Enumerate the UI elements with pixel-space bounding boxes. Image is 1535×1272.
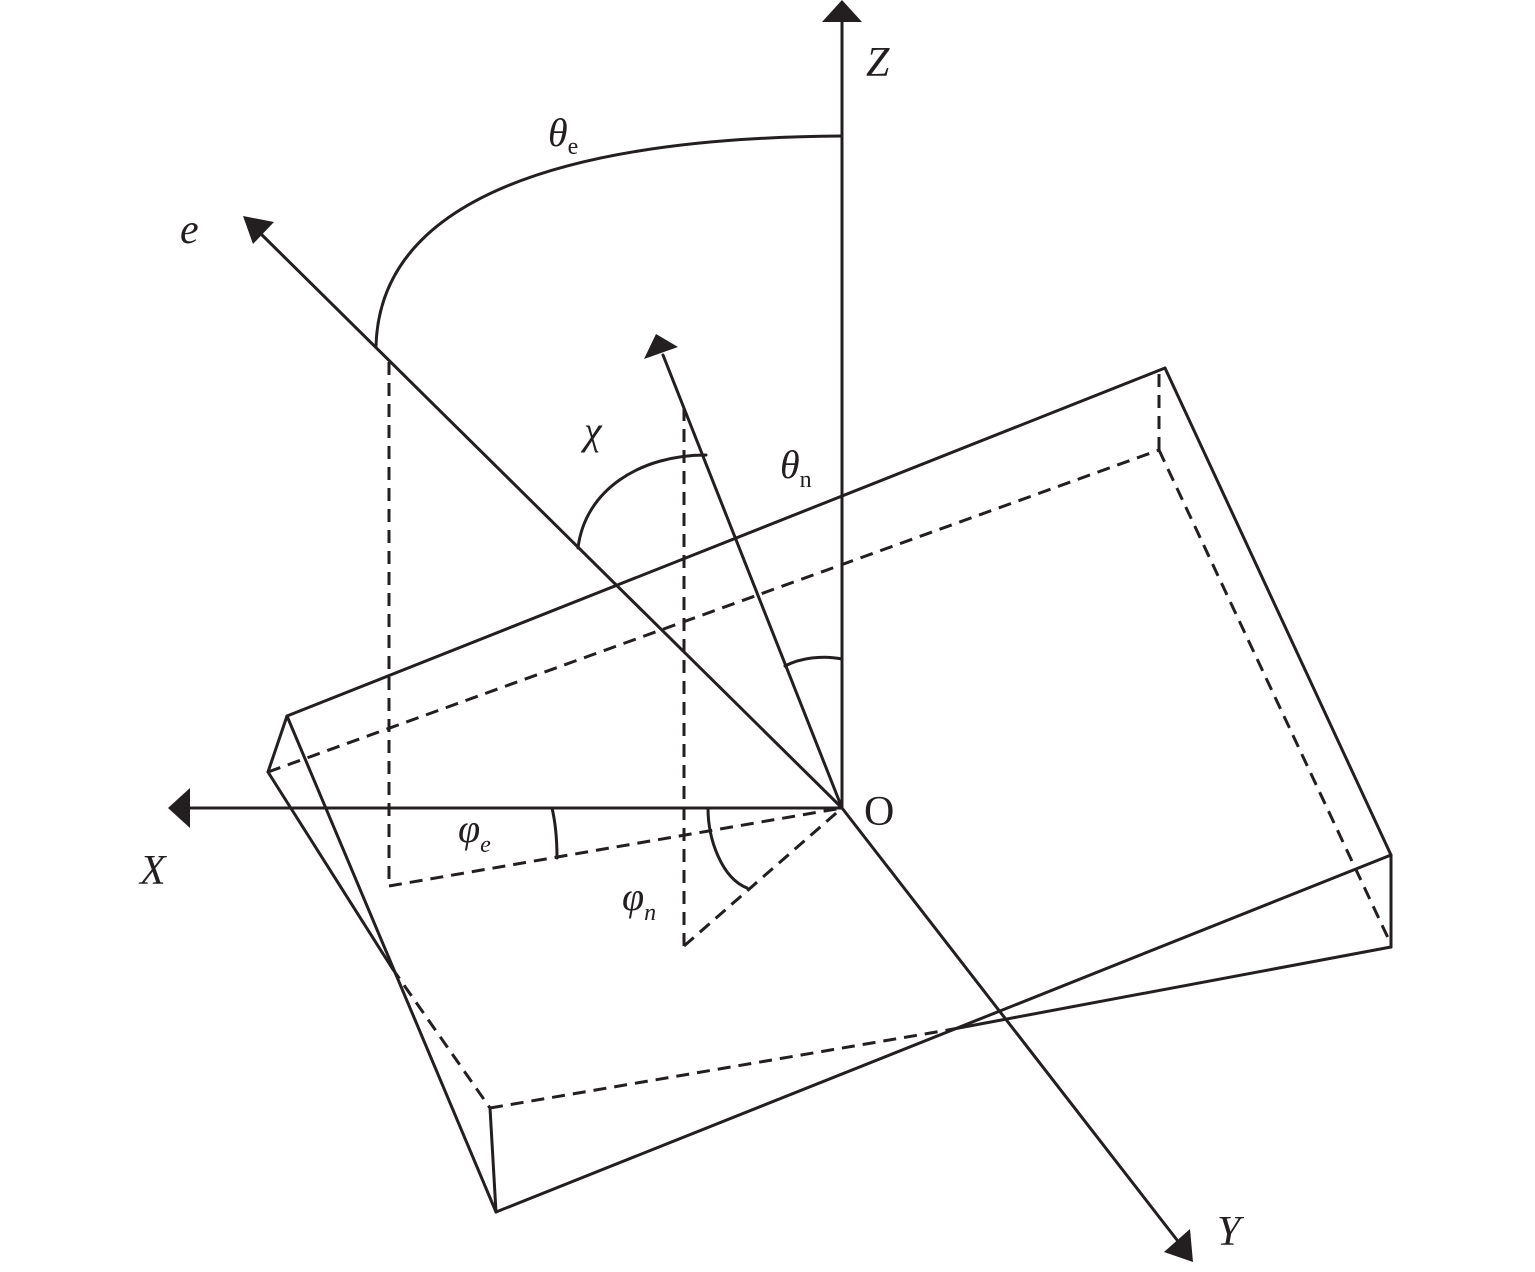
theta-n-label: θn bbox=[780, 442, 812, 493]
origin-label: O bbox=[864, 789, 894, 835]
z-axis bbox=[822, 0, 862, 810]
slab-solid-edges bbox=[266, 366, 1393, 1214]
chi-arc bbox=[576, 453, 708, 550]
theta-e-arc bbox=[374, 134, 844, 348]
normal-vector bbox=[644, 334, 844, 810]
slab-hidden-edges bbox=[267, 368, 1391, 1110]
phi-e-arc bbox=[550, 806, 559, 860]
theta-n-arc bbox=[783, 655, 844, 668]
y-axis bbox=[840, 806, 1193, 1262]
x-axis bbox=[168, 788, 844, 828]
phi-n-arc bbox=[706, 806, 749, 890]
theta-e-label: θe bbox=[548, 110, 578, 160]
e-vector bbox=[243, 216, 844, 810]
phi-n-label: φn bbox=[622, 874, 656, 926]
projection-lines bbox=[387, 362, 843, 948]
phi-e-label: φe bbox=[458, 806, 491, 858]
e-vector-label: e bbox=[180, 207, 199, 253]
z-axis-label: Z bbox=[866, 40, 890, 86]
x-axis-label: X bbox=[138, 848, 168, 894]
chi-label: χ bbox=[580, 408, 603, 453]
y-axis-label: Y bbox=[1217, 1209, 1245, 1255]
